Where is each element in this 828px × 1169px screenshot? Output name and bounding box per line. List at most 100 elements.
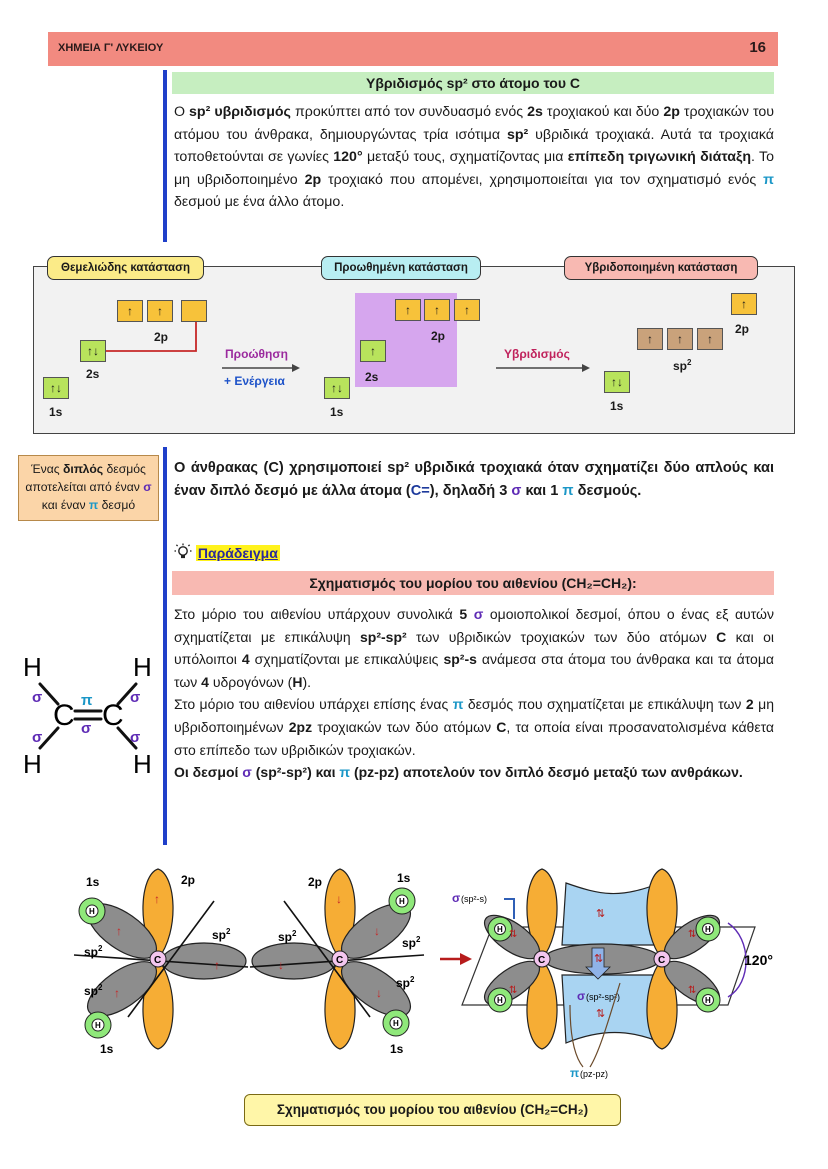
c2-arrow-top: ↓ bbox=[336, 892, 342, 906]
carbon-right-orbitals: C ↓ ↓ ↓ ↓ bbox=[249, 868, 425, 1050]
h2-label-top: H bbox=[399, 897, 405, 906]
h5-label: H bbox=[705, 925, 711, 934]
text-run: C bbox=[496, 718, 507, 735]
note-text-3: και έναν bbox=[41, 498, 89, 512]
text-run: Ο bbox=[174, 104, 190, 120]
note-text-1: Ένας bbox=[31, 462, 64, 476]
h3-label: H bbox=[497, 925, 503, 934]
hybrid-sp2-orbital-2: ↑ bbox=[667, 328, 693, 350]
atom-h1: H bbox=[23, 652, 42, 682]
atom-h4: H bbox=[133, 749, 152, 779]
text-run: ανάμεσα στα άτομα του άνθρακα και τα άτο… bbox=[174, 651, 774, 690]
text-run: sp² bbox=[506, 126, 529, 143]
pi-pointer-1 bbox=[569, 1004, 584, 1068]
sigma-cc: σ bbox=[81, 720, 91, 737]
c1-axis-2 bbox=[127, 900, 215, 1018]
text-run: δεσμός που σχηματίζεται με επικάλυψη των bbox=[463, 696, 746, 713]
text-run: σ bbox=[473, 606, 484, 622]
text-run: H bbox=[292, 673, 303, 690]
pair-h4: ⇅ bbox=[509, 985, 517, 996]
text-run: π bbox=[562, 483, 574, 499]
c2-nucleus bbox=[331, 950, 349, 968]
h5-nucleus bbox=[702, 923, 714, 935]
note-text-4: δεσμό bbox=[98, 498, 136, 512]
text-run: 5 bbox=[459, 606, 474, 622]
section-title: Υβριδισμός sp² στο άτομο του C bbox=[172, 72, 774, 94]
example-heading: Παράδειγμα bbox=[174, 543, 280, 561]
note-text-2: δεσμός αποτελείται από έναν bbox=[25, 462, 146, 494]
text-run: 2 bbox=[745, 696, 754, 713]
h2-nucleus-top bbox=[395, 894, 409, 908]
e-c1-nucleus-front bbox=[533, 950, 551, 968]
h1-nucleus-bottom bbox=[91, 1018, 105, 1032]
text-run: υβριδικά τροχιακά. Αυτά τα τροχιακά τοπο… bbox=[174, 126, 774, 166]
sp2-label-1-sup: 2 bbox=[98, 944, 103, 953]
c1-1s-top-label: 1s bbox=[86, 875, 100, 889]
c2-sp2-left bbox=[251, 942, 337, 980]
angle-arc bbox=[727, 922, 747, 998]
sp2-label-6: sp bbox=[396, 976, 410, 990]
sp2-label-6-sup: 2 bbox=[410, 975, 415, 984]
text-run: Οι δεσμοί bbox=[174, 764, 243, 781]
e-c2-pz-top bbox=[646, 868, 678, 960]
blue-rule-bottom bbox=[163, 447, 167, 845]
sigma-sps-symbol: σ bbox=[452, 891, 460, 905]
text-run: τροχιακών του ατόμου του άνθρακα, δημιου… bbox=[174, 104, 775, 143]
excited-2s-label: 2s bbox=[365, 370, 379, 384]
text-run: , τα οποία είναι προσανατολισμένα κάθετα… bbox=[174, 718, 775, 758]
text-run: (sp²-sp²) και bbox=[251, 764, 340, 781]
pair-h6: ⇅ bbox=[688, 985, 696, 996]
text-run: μη υβριδοποιημένων bbox=[174, 696, 774, 735]
pair-h3: ⇅ bbox=[509, 929, 517, 940]
ground-2p-orbital-2: ↑ bbox=[147, 300, 173, 322]
text-run: μεταξύ τους, σχηματίζοντας μια bbox=[362, 149, 568, 166]
promotion-path bbox=[105, 319, 197, 352]
intro-paragraph: Ο sp² υβριδισμός προκύπτει από τον συνδυ… bbox=[174, 101, 774, 214]
c2-1s-bottom-label: 1s bbox=[390, 1042, 404, 1056]
text-run: προκύπτει από τον συνδυασμό ενός bbox=[290, 104, 528, 120]
note-bold: διπλός bbox=[63, 462, 104, 476]
bond-h3-c1 bbox=[38, 726, 60, 750]
reaction-arrow-head bbox=[460, 953, 472, 965]
page-header: ΧΗΜΕΙΑ Γ' ΛΥΚΕΙΟΥ 16 bbox=[48, 32, 778, 66]
ground-1s-orbital: ↑↓ bbox=[43, 377, 69, 399]
h3-nucleus bbox=[494, 923, 506, 935]
sp2-label-2: sp bbox=[84, 984, 98, 998]
h6-nucleus bbox=[702, 994, 714, 1006]
e-c2-nucleus-front bbox=[653, 950, 671, 968]
hybrid-2p-orbital: ↑ bbox=[731, 293, 757, 315]
sp2-label-4: sp bbox=[278, 930, 292, 944]
pi-pointer-2 bbox=[589, 982, 621, 1068]
angle-label: 120° bbox=[744, 952, 773, 968]
text-run: Ο άνθρακας (C) χρησιμοποιεί sp² υβριδικά… bbox=[174, 460, 774, 499]
e-c1-label-front: C bbox=[538, 955, 545, 966]
atom-h3: H bbox=[23, 749, 42, 779]
sp2-label-3-sup: 2 bbox=[226, 927, 231, 936]
sigma-h1: σ bbox=[32, 689, 42, 706]
excited-2s-orbital: ↑ bbox=[360, 340, 386, 362]
ground-2p-orbital-3 bbox=[181, 300, 207, 322]
c2-axis-2 bbox=[283, 900, 371, 1018]
h6-label: H bbox=[705, 996, 711, 1005]
text-run: δεσμού με ένα άλλο άτομο. bbox=[174, 194, 345, 211]
text-run: 4 bbox=[201, 673, 209, 690]
sigma-sps-label: (sp²-s) bbox=[461, 894, 487, 904]
header-title: ΧΗΜΕΙΑ Γ' ΛΥΚΕΙΟΥ bbox=[58, 42, 164, 54]
hybridization-label: Υβριδισμός bbox=[504, 347, 570, 361]
text-run: 2p bbox=[663, 104, 680, 120]
hybrid-sp2-sup: 2 bbox=[687, 358, 692, 367]
text-run: ). bbox=[302, 673, 311, 690]
bond-h1-c1 bbox=[38, 682, 60, 706]
text-run: και οι υπόλοιποι bbox=[174, 628, 774, 668]
c1-arrow-top: ↑ bbox=[154, 892, 160, 906]
text-run: υδρογόνων ( bbox=[208, 673, 293, 690]
ethene-structure: H H H H C C π σ σ σ σ σ bbox=[23, 652, 152, 779]
h4-nucleus bbox=[494, 994, 506, 1006]
hybrid-state-label: Υβριδοποιημένη κατάσταση bbox=[564, 256, 758, 280]
excited-2p-orbital-2: ↑ bbox=[424, 299, 450, 321]
h1-label-bottom: H bbox=[95, 1021, 101, 1030]
blue-rule-top bbox=[163, 70, 167, 242]
text-run: Στο μόριο του αιθενίου υπάρχει επίσης έν… bbox=[174, 696, 453, 713]
hybrid-1s-label: 1s bbox=[610, 399, 624, 413]
sp2-label-3: sp bbox=[212, 928, 226, 942]
